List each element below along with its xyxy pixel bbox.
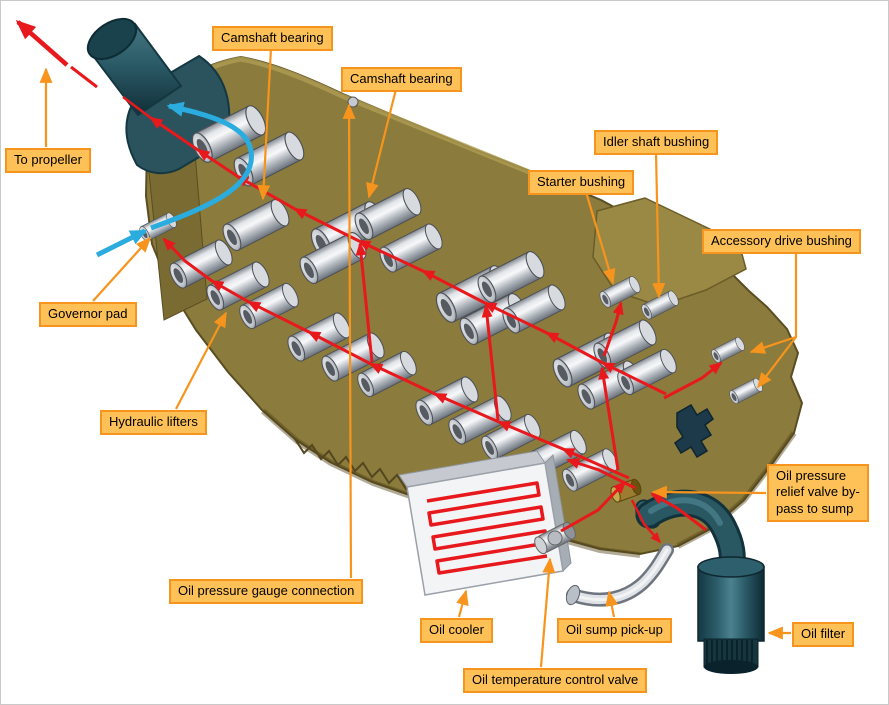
accessory-drive-block bbox=[674, 403, 714, 459]
label-governor-pad: Governor pad bbox=[39, 302, 137, 328]
label-oil-temperature-control-valve: Oil temperature control valve bbox=[463, 668, 648, 694]
leader-oil-pressure-relief-valve bbox=[651, 485, 767, 499]
oil-out-arrow bbox=[15, 20, 69, 67]
inlet-arrow bbox=[95, 228, 148, 258]
label-oil-cooler: Oil cooler bbox=[420, 618, 493, 644]
label-camshaft-bearing-mid: Camshaft bearing bbox=[341, 67, 462, 93]
label-oil-pressure-gauge-connection: Oil pressure gauge connection bbox=[169, 579, 364, 605]
inlet-flow-lines bbox=[95, 101, 254, 258]
leader-starter-bushing bbox=[584, 191, 616, 285]
oil-sump-pickup-tube bbox=[565, 543, 674, 607]
label-oil-filter: Oil filter bbox=[792, 622, 855, 648]
oil-cooler-assembly bbox=[398, 450, 572, 596]
cooler-coil bbox=[426, 481, 549, 575]
leader-idler-shaft-bushing bbox=[652, 151, 666, 299]
label-oil-pressure-relief-valve: Oil pressure relief valve by-pass to sum… bbox=[767, 464, 869, 522]
label-to-propeller: To propeller bbox=[5, 148, 91, 174]
leader-oil-temperature-control-valve bbox=[539, 557, 556, 668]
leader-camshaft-bearing-top bbox=[257, 47, 273, 201]
leader-hydraulic-lifters bbox=[175, 311, 227, 410]
leader-camshaft-bearing-mid bbox=[366, 88, 398, 199]
label-oil-sump-pick-up: Oil sump pick-up bbox=[557, 618, 672, 644]
leader-oil-sump-pickup bbox=[605, 590, 619, 618]
oil-flow-lines bbox=[15, 20, 723, 544]
label-camshaft-bearing-top: Camshaft bearing bbox=[212, 26, 333, 52]
label-idler-shaft-bushing: Idler shaft bushing bbox=[594, 130, 719, 156]
leader-accessory-drive-bushing bbox=[757, 336, 797, 389]
leader-oil-pressure-gauge bbox=[342, 103, 356, 579]
leader-lines bbox=[39, 47, 798, 668]
label-starter-bushing: Starter bushing bbox=[528, 170, 635, 196]
label-hydraulic-lifters: Hydraulic lifters bbox=[100, 410, 207, 436]
leader-oil-cooler bbox=[456, 589, 469, 618]
label-accessory-drive-bushing: Accessory drive bushing bbox=[702, 229, 861, 255]
leader-governor-pad bbox=[92, 236, 152, 302]
